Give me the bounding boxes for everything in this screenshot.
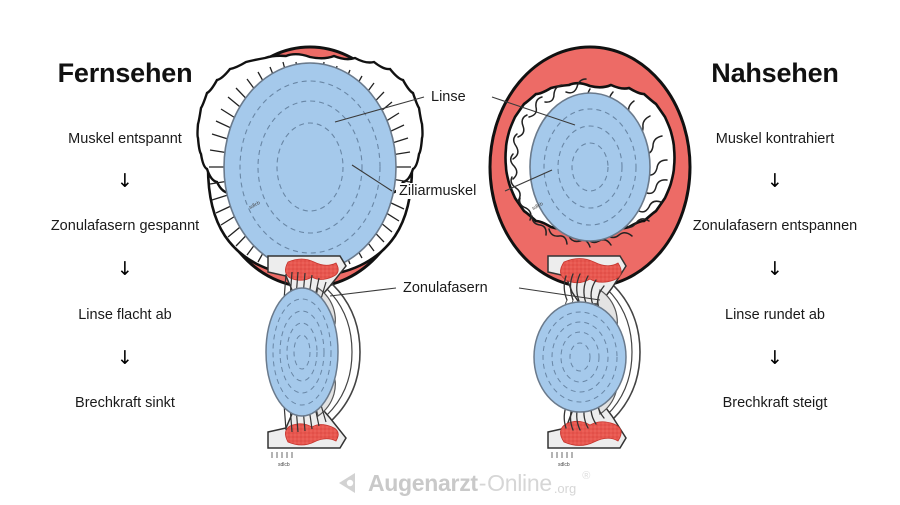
left-step-4: Brechkraft sinkt <box>75 395 175 411</box>
right-step-4: Brechkraft steigt <box>722 395 828 411</box>
leader-zonulafasern-right <box>518 287 601 301</box>
left-arrow-3: ↓ <box>117 347 133 369</box>
label-zonulafasern: Zonulafasern <box>400 280 491 296</box>
column-nahsehen: Nahsehen Muskel kontrahiert ↓ Zonulafase… <box>650 0 900 505</box>
right-arrow-2: ↓ <box>767 258 783 280</box>
right-step-3: Linse rundet ab <box>725 307 825 323</box>
left-arrow-2: ↓ <box>117 258 133 280</box>
watermark: Augenarzt - Online .org ® <box>333 466 592 500</box>
eye-arrow-logo-icon <box>339 473 355 493</box>
right-arrow-3: ↓ <box>767 347 783 369</box>
watermark-dash: - <box>478 469 487 496</box>
svg-text:sdlcb: sdlcb <box>558 462 570 468</box>
left-step-3: Linse flacht ab <box>78 307 172 323</box>
label-ziliarmuskel: Ziliarmuskel <box>396 183 480 199</box>
column-left-title: Fernsehen <box>57 58 193 88</box>
diagram-bottom-right: sdlcb <box>533 255 641 468</box>
leader-ziliarmuskel-left <box>351 164 393 192</box>
watermark-brand-bold: Augenarzt <box>368 469 478 496</box>
leader-ziliarmuskel-right <box>504 169 553 192</box>
right-step-1: Muskel kontrahiert <box>715 131 835 147</box>
column-fernsehen: Fernsehen Muskel entspannt ↓ Zonulafaser… <box>0 0 250 505</box>
watermark-tld: .org <box>553 480 577 496</box>
leader-zonulafasern-left <box>329 287 397 297</box>
column-right-title: Nahsehen <box>711 58 839 88</box>
left-step-2: Zonulafasern gespannt <box>50 218 200 234</box>
right-arrow-1: ↓ <box>767 170 783 192</box>
svg-text:sdlcb: sdlcb <box>531 201 544 212</box>
left-arrow-1: ↓ <box>117 170 133 192</box>
leader-linse-right <box>491 96 576 126</box>
leader-linse-left <box>334 96 425 123</box>
watermark-brand-light: Online <box>487 469 552 496</box>
svg-text:sdlcb: sdlcb <box>278 462 290 468</box>
label-linse: Linse <box>428 89 469 105</box>
watermark-registered-mark: ® <box>582 470 591 482</box>
diagram-bottom-left: sdlcb <box>265 255 361 468</box>
right-step-2: Zonulafasern entspannen <box>692 218 858 234</box>
left-step-1: Muskel entspannt <box>68 131 182 147</box>
svg-text:sdlcb: sdlcb <box>248 200 261 211</box>
